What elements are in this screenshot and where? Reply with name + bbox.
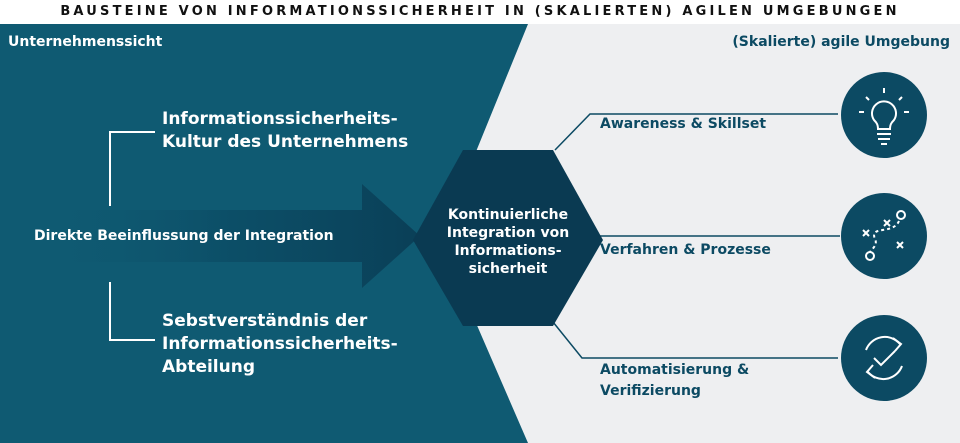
refresh-check-icon	[841, 315, 927, 401]
center-hexagon-label: Kontinuierliche Integration von Informat…	[446, 207, 570, 277]
connector-awareness	[554, 113, 838, 151]
item-verfahren-label: Verfahren & Prozesse	[600, 242, 771, 258]
center-hexagon	[413, 150, 603, 326]
culture-label: Informationssicherheits- Kultur des Unte…	[162, 109, 409, 152]
direct-influence-label: Direkte Beeinflussung der Integration	[34, 228, 334, 244]
direction-arrow	[30, 184, 420, 288]
bracket-top	[109, 131, 155, 206]
item-awareness-label: Awareness & Skillset	[600, 116, 767, 132]
diagram-title: BAUSTEINE VON INFORMATIONSSICHERHEIT IN …	[60, 4, 900, 19]
lightbulb-icon	[841, 72, 927, 158]
item-automation-label: Automatisierung & Verifizierung	[600, 362, 750, 399]
left-panel-heading: Unternehmenssicht	[8, 34, 163, 50]
diagram-background	[0, 24, 960, 443]
bracket-bottom	[109, 282, 155, 341]
right-panel-heading: (Skalierte) agile Umgebung	[732, 34, 950, 50]
self-understanding-label: Sebstverständnis der Informationssicherh…	[162, 311, 398, 377]
connector-automation	[552, 321, 838, 359]
strategy-icon	[841, 193, 927, 279]
